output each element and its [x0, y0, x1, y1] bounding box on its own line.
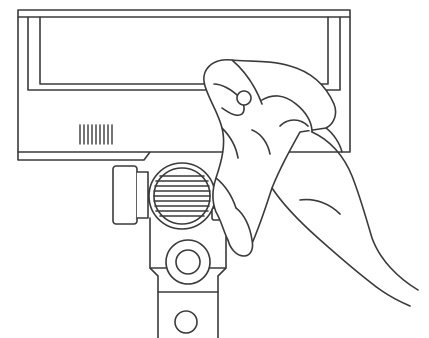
mounting-bracket	[150, 218, 226, 338]
side-latch	[113, 166, 148, 224]
